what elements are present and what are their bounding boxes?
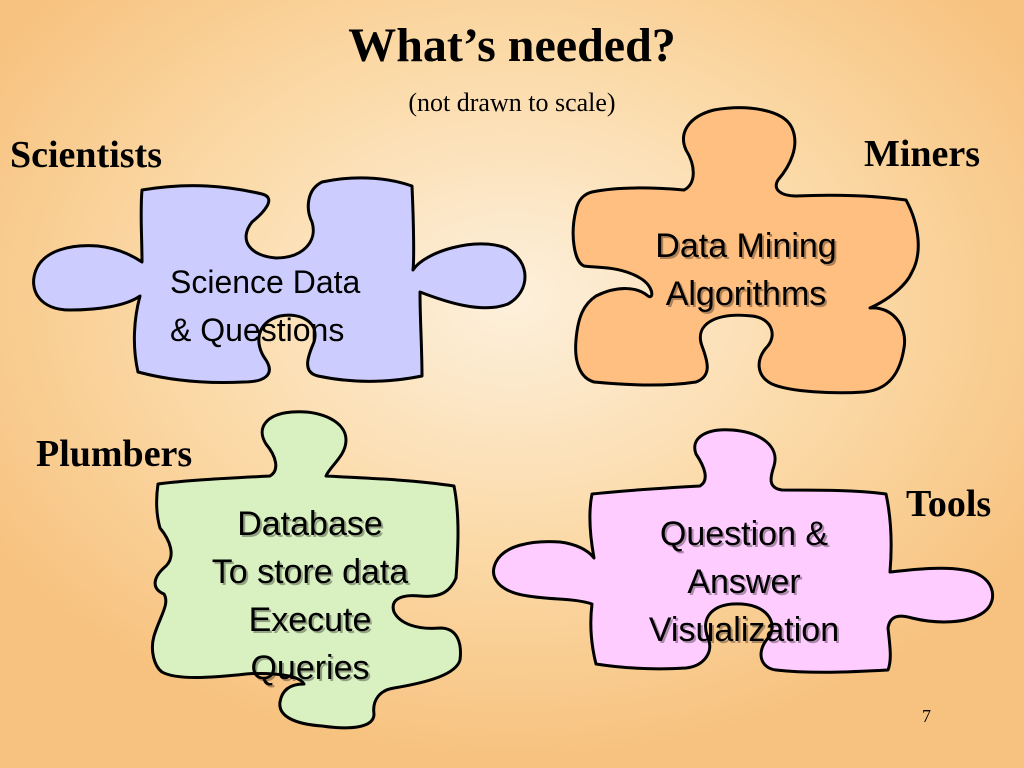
mining-piece-line: Algorithms: [665, 275, 827, 313]
database-piece-line: Database: [237, 505, 383, 543]
qa-visualization-puzzle-piece: [492, 428, 995, 674]
database-puzzle-piece: [150, 410, 462, 730]
role-label-plumbers: Plumbers: [36, 433, 193, 475]
role-label-tools: Tools: [906, 483, 992, 525]
mining-piece-line: Data Mining: [655, 227, 837, 265]
mining-piece-label: Data Mining Algorithms: [596, 222, 896, 318]
slide-title: What’s needed?: [348, 19, 676, 72]
data-mining-puzzle-piece: [571, 106, 920, 395]
qa-piece-line: Visualization: [648, 611, 840, 649]
qa-piece-line: Answer: [687, 563, 801, 601]
page-number: 7: [922, 706, 931, 726]
science-puzzle-piece: [32, 176, 527, 385]
science-piece-label: Science Data & Questions: [128, 258, 428, 354]
slide-subtitle: (not drawn to scale): [408, 88, 616, 117]
database-piece-line: Execute: [248, 601, 372, 639]
role-label-scientists: Scientists: [10, 134, 162, 176]
role-label-miners: Miners: [864, 133, 981, 175]
science-piece-line: & Questions: [170, 312, 345, 348]
science-piece-line: Science Data: [170, 264, 361, 300]
database-piece-line: To store data: [211, 553, 409, 591]
qa-piece-line: Question &: [659, 515, 829, 553]
database-piece-line: Queries: [250, 649, 370, 687]
database-piece-label: Database To store data Execute Queries: [160, 500, 460, 692]
qa-piece-label: Question & Answer Visualization: [594, 510, 894, 654]
